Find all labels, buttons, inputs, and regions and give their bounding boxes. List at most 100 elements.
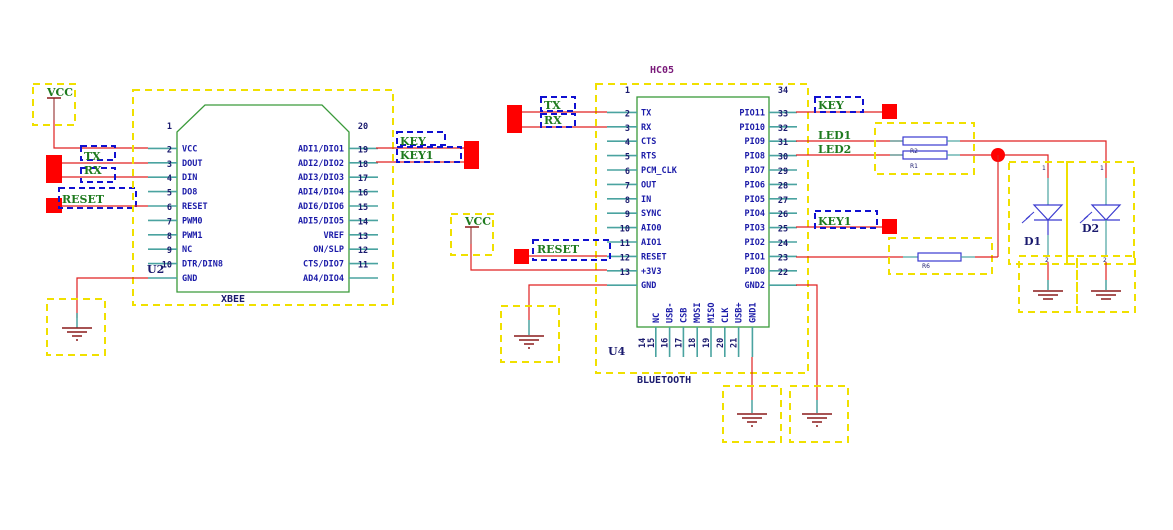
bt-left-pin[interactable]: GND [607, 281, 656, 291]
xbee-name: XBEE [221, 294, 245, 305]
tx-label-box-bt [540, 96, 576, 112]
xbee-body[interactable] [176, 104, 350, 293]
led-d2[interactable]: 1 2 [1066, 161, 1135, 280]
svg-text:2: 2 [1045, 257, 1049, 264]
pin-name: AD4/DIO4 [303, 274, 344, 284]
pin-number: 6 [167, 203, 172, 213]
wire-vcc-bt [470, 244, 607, 271]
resistor-r2[interactable] [890, 136, 960, 146]
resistor-r6-boundary [888, 237, 993, 275]
bt-bottom-pin[interactable]: USB+21 [730, 303, 745, 357]
xbee-right-pin[interactable]: AD4/DIO4 [303, 274, 378, 284]
pin-number: 13 [358, 232, 368, 242]
svg-text:1: 1 [1042, 165, 1046, 172]
pin-number: 3 [167, 160, 172, 170]
pin-name: ADI5/DIO5 [298, 216, 344, 226]
resistor-r1[interactable] [890, 150, 960, 160]
pin-number: 7 [167, 217, 172, 227]
resistor-r6[interactable] [903, 252, 975, 262]
bt-left-pin[interactable]: 1 [625, 86, 630, 96]
svg-text:1: 1 [1100, 165, 1104, 172]
xbee-left-pin[interactable]: GND [148, 274, 197, 284]
bt-right-pin[interactable]: 34 [778, 86, 788, 96]
port-reset-bt[interactable] [514, 249, 529, 264]
pin-name: PIO2 [745, 238, 765, 248]
pin-name: VREF [324, 231, 344, 241]
led-d1[interactable]: 1 2 [1008, 161, 1068, 280]
bt-left-pin[interactable]: 13+3V3 [607, 267, 661, 278]
bluetooth-body[interactable] [636, 96, 770, 328]
port-key1-bt[interactable] [882, 219, 897, 234]
port-key-bt[interactable] [882, 104, 897, 119]
xbee-left-pin[interactable]: 8 PWM1 [148, 231, 202, 242]
pin-number: 8 [167, 232, 172, 242]
pin-name: ADI2/DIO2 [298, 159, 344, 169]
pin-name: PIO1 [745, 252, 765, 262]
key1-label-bt: KEY1 [818, 215, 851, 228]
ground-symbol-d2 [1076, 255, 1136, 313]
pin-name: PWM1 [182, 231, 202, 241]
bt-bottom-pin[interactable]: USB-16 [661, 303, 676, 357]
xbee-left-pin[interactable]: 1 [167, 122, 172, 132]
pin-name: PIO3 [745, 224, 765, 234]
xbee-right-pin[interactable]: 20 [358, 122, 368, 132]
pin-name: ON/SLP [313, 245, 344, 255]
pin-number: 12 [620, 253, 630, 263]
port-txrx-left[interactable] [46, 155, 62, 183]
bt-bottom-pin[interactable]: GND1 [748, 303, 758, 357]
pin-name: OUT [641, 180, 656, 190]
bt-right-pin[interactable]: GND2 [745, 281, 797, 291]
pin-name: IN [641, 195, 651, 205]
xbee-right-pin[interactable]: 13 VREF [324, 231, 378, 242]
pin-name: PIO7 [745, 166, 765, 176]
bt-bottom-pin[interactable]: 14 [638, 338, 648, 348]
pin-number: 20 [716, 338, 726, 348]
port-txrx-bt[interactable] [507, 105, 522, 133]
port-key-xbee[interactable] [464, 141, 479, 169]
